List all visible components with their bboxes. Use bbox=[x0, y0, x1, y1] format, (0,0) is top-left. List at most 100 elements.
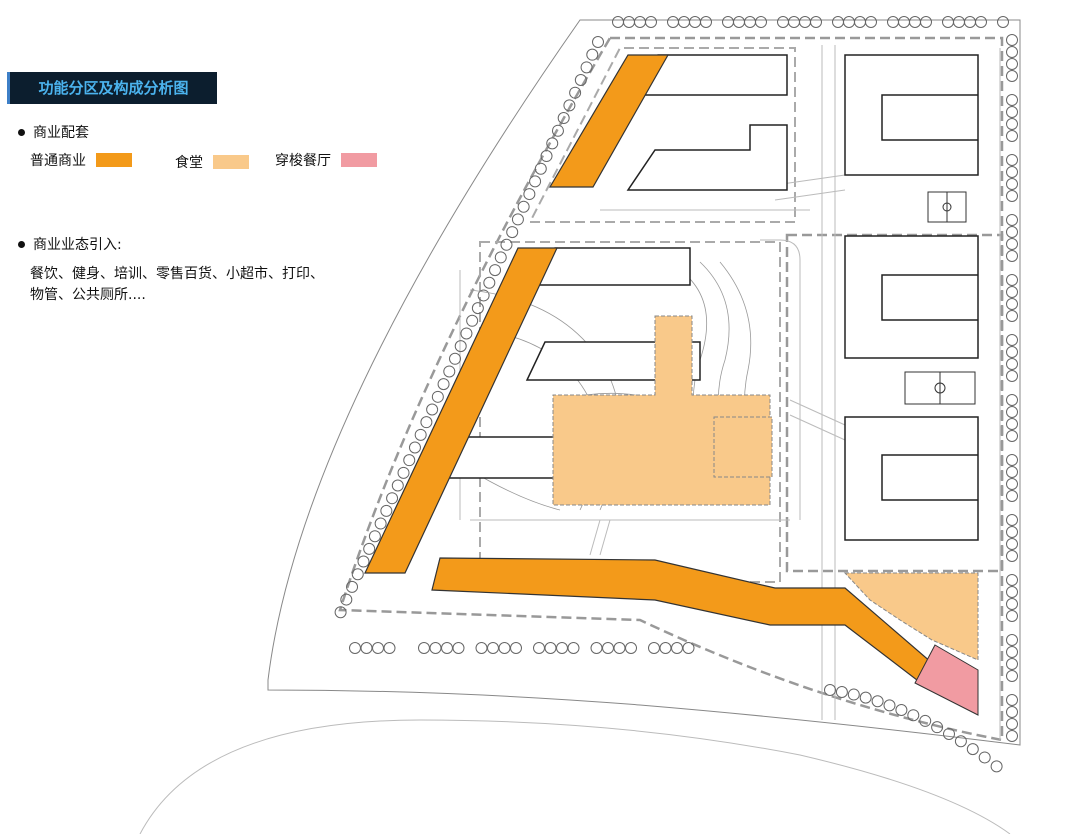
tree-icon bbox=[494, 251, 507, 264]
tree-icon bbox=[1006, 106, 1018, 118]
tree-icon bbox=[887, 16, 899, 28]
tree-rows bbox=[334, 16, 1018, 773]
tree-icon bbox=[454, 340, 467, 353]
tree-icon bbox=[380, 504, 393, 517]
tree-icon bbox=[529, 175, 542, 188]
tree-icon bbox=[920, 16, 932, 28]
tree-icon bbox=[386, 492, 399, 505]
tree-icon bbox=[449, 352, 461, 365]
tree-icon bbox=[414, 428, 427, 441]
tree-icon bbox=[489, 264, 502, 277]
tree-icon bbox=[357, 555, 370, 568]
tree-icon bbox=[1006, 550, 1018, 562]
shuttle-restaurant bbox=[914, 644, 979, 716]
tree-icon bbox=[590, 642, 603, 654]
tree-icon bbox=[349, 642, 361, 654]
tree-icon bbox=[1006, 706, 1018, 718]
bullet-icon bbox=[18, 240, 25, 248]
canteen-blocks bbox=[552, 315, 979, 661]
tree-icon bbox=[847, 688, 860, 701]
tree-icon bbox=[1006, 634, 1018, 646]
tree-icon bbox=[1006, 286, 1018, 298]
legend-shuttle: 穿梭餐厅 bbox=[275, 150, 377, 170]
tree-icon bbox=[964, 16, 976, 28]
tree-icon bbox=[540, 150, 553, 163]
tree-icon bbox=[418, 642, 430, 654]
tree-icon bbox=[374, 517, 387, 530]
tree-icon bbox=[832, 16, 844, 28]
tree-icon bbox=[1006, 490, 1018, 502]
legend-shuttle-swatch bbox=[341, 153, 377, 167]
tree-icon bbox=[667, 16, 679, 28]
legend-shuttle-label: 穿梭餐厅 bbox=[275, 153, 331, 169]
tree-icon bbox=[511, 213, 524, 226]
tree-icon bbox=[843, 16, 855, 28]
tree-icon bbox=[1006, 118, 1018, 130]
tree-icon bbox=[634, 16, 646, 28]
site-boundary bbox=[267, 19, 1021, 746]
tree-icon bbox=[1006, 394, 1018, 406]
tree-icon bbox=[645, 16, 657, 28]
tree-icon bbox=[517, 200, 530, 213]
tree-icon bbox=[403, 454, 416, 467]
tree-icon bbox=[700, 16, 712, 28]
tree-icon bbox=[1006, 166, 1018, 178]
tree-icon bbox=[788, 16, 800, 28]
tree-icon bbox=[1006, 526, 1018, 538]
tree-icon bbox=[722, 16, 734, 28]
tree-icon bbox=[551, 124, 564, 137]
tree-icon bbox=[824, 684, 836, 696]
formats-line-1: 餐饮、健身、培训、零售百货、小超市、打印、 bbox=[30, 266, 324, 282]
tree-icon bbox=[777, 16, 789, 28]
tree-icon bbox=[580, 61, 593, 74]
tree-icon bbox=[466, 314, 479, 327]
tree-icon bbox=[1006, 34, 1018, 46]
tree-icon bbox=[671, 642, 683, 654]
tree-icon bbox=[1006, 370, 1018, 382]
tree-icon bbox=[397, 466, 410, 479]
tree-icon bbox=[557, 112, 570, 125]
tree-icon bbox=[1006, 730, 1018, 742]
commercial-heading-row: 商业配套 bbox=[18, 122, 89, 142]
tree-icon bbox=[612, 16, 624, 28]
commercial-heading: 商业配套 bbox=[33, 125, 89, 141]
tree-icon bbox=[452, 642, 465, 654]
tree-icon bbox=[487, 642, 499, 654]
tree-icon bbox=[563, 99, 576, 112]
tree-icon bbox=[943, 727, 955, 740]
tree-icon bbox=[391, 479, 404, 492]
tree-icon bbox=[954, 735, 967, 748]
tree-icon bbox=[678, 16, 690, 28]
tree-icon bbox=[477, 289, 490, 302]
tree-icon bbox=[586, 48, 599, 61]
tree-icon bbox=[1006, 538, 1018, 550]
tree-icon bbox=[613, 642, 626, 654]
tree-icon bbox=[975, 16, 987, 28]
tree-icon bbox=[883, 699, 896, 712]
tree-icon bbox=[351, 568, 364, 581]
tree-icon bbox=[1006, 514, 1018, 526]
tree-icon bbox=[931, 721, 944, 734]
tree-icon bbox=[372, 642, 384, 654]
legend-general-swatch bbox=[96, 153, 132, 167]
tree-icon bbox=[368, 530, 381, 543]
tree-icon bbox=[990, 760, 1003, 773]
tree-icon bbox=[1006, 130, 1018, 142]
tree-icon bbox=[859, 691, 872, 704]
tree-icon bbox=[569, 86, 582, 99]
tree-icon bbox=[1006, 598, 1018, 610]
tree-icon bbox=[871, 695, 884, 708]
tree-icon bbox=[346, 580, 359, 593]
tree-icon bbox=[1006, 226, 1018, 238]
legend-general-label: 普通商业 bbox=[30, 153, 86, 169]
tree-icon bbox=[799, 16, 811, 28]
tree-icon bbox=[426, 403, 439, 416]
legend-canteen-swatch bbox=[213, 155, 249, 169]
tree-icon bbox=[623, 16, 635, 28]
tree-icon bbox=[1006, 238, 1018, 250]
legend-canteen-label: 食堂 bbox=[175, 155, 203, 171]
tree-icon bbox=[1006, 154, 1018, 166]
tree-icon bbox=[420, 416, 433, 429]
tree-icon bbox=[544, 642, 557, 654]
tree-icon bbox=[471, 302, 484, 315]
